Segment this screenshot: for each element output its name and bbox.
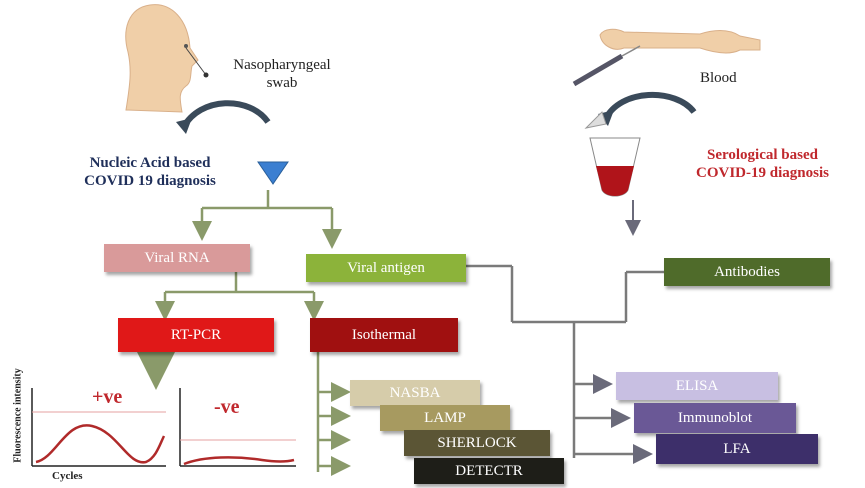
nasba-box: NASBA xyxy=(350,380,480,406)
positive-plot xyxy=(31,388,166,467)
swab-label: Nasopharyngeal swab xyxy=(233,57,331,91)
elisa-box: ELISA xyxy=(616,372,778,400)
antibodies-box: Antibodies xyxy=(664,258,830,286)
lamp-box: LAMP xyxy=(380,405,510,431)
serological-connectors xyxy=(466,264,664,464)
isothermal-box: Isothermal xyxy=(310,318,458,352)
head-illustration xyxy=(125,4,209,113)
viral-antigen-box: Viral antigen xyxy=(306,254,466,282)
x-axis-label: Cycles xyxy=(52,470,83,482)
blood-label: Blood xyxy=(700,70,737,86)
negative-label: -ve xyxy=(214,396,240,418)
syringe-icon xyxy=(572,45,641,87)
blood-curved-arrow xyxy=(602,92,697,122)
swab-curved-arrow xyxy=(180,100,271,130)
negative-plot xyxy=(179,388,296,467)
arm-illustration xyxy=(599,28,761,54)
positive-curve xyxy=(35,424,166,464)
detectr-box: DETECTR xyxy=(414,458,564,484)
immunoblot-box: Immunoblot xyxy=(634,403,796,433)
y-axis-label: Fluorescence intensity xyxy=(12,368,24,463)
swab-tube-icon xyxy=(257,161,289,185)
positive-label: +ve xyxy=(92,386,123,408)
lfa-box: LFA xyxy=(656,434,818,464)
rt-pcr-box: RT-PCR xyxy=(118,318,274,352)
serological-heading: Serological based COVID-19 diagnosis xyxy=(696,147,829,181)
nucleic-heading: Nucleic Acid based COVID 19 diagnosis xyxy=(84,155,216,189)
nucleic-connectors xyxy=(132,190,351,476)
sherlock-box: SHERLOCK xyxy=(404,430,550,456)
viral-rna-box: Viral RNA xyxy=(104,244,250,272)
negative-curve xyxy=(183,456,295,466)
blood-tube-icon xyxy=(584,111,641,197)
